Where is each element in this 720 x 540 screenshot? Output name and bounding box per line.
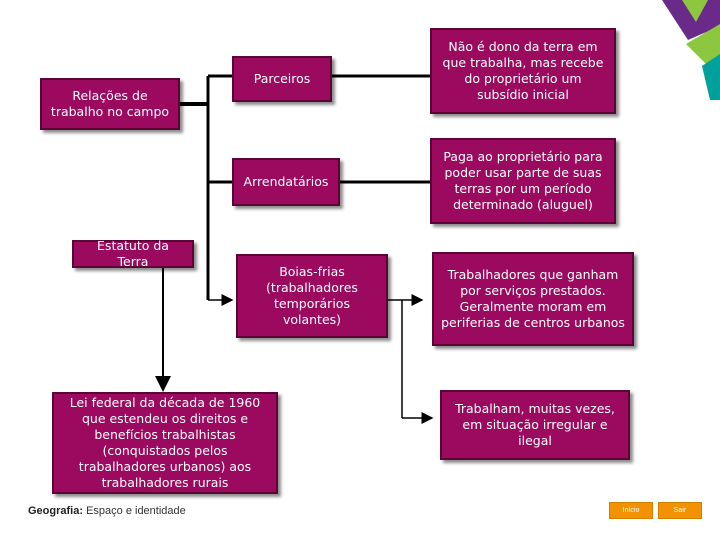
node-parceiros: Parceiros <box>232 56 332 102</box>
node-arrendatarios: Arrendatários <box>232 158 340 206</box>
inicio-button[interactable]: Início <box>609 502 653 519</box>
node-relacoes-label: Relações de trabalho no campo <box>50 88 170 119</box>
desc-arrendatarios: Paga ao proprietário para poder usar par… <box>430 138 616 224</box>
desc-irregular: Trabalham, muitas vezes, em situação irr… <box>440 390 630 460</box>
node-parceiros-label: Parceiros <box>253 71 311 86</box>
footer-subject: Geografia: <box>28 505 84 517</box>
node-lei-label: Lei federal da década de 1960 que estend… <box>69 395 261 490</box>
footer-subtitle: Espaço e identidade <box>86 505 186 517</box>
desc-boias: Trabalhadores que ganham por serviços pr… <box>432 252 634 346</box>
node-arrendatarios-label: Arrendatários <box>243 174 329 189</box>
desc-parceiros: Não é dono da terra em que trabalha, mas… <box>430 28 616 114</box>
sair-button[interactable]: Sair <box>658 502 702 519</box>
desc-irregular-label: Trabalham, muitas vezes, em situação irr… <box>455 401 615 448</box>
node-boias: Boias-frias (trabalhadores temporários v… <box>236 254 388 338</box>
node-boias-label: Boias-frias (trabalhadores temporários v… <box>266 264 358 327</box>
desc-arrendatarios-label: Paga ao proprietário para poder usar par… <box>443 149 603 212</box>
node-estatuto: Estatuto da Terra <box>72 238 194 269</box>
desc-parceiros-label: Não é dono da terra em que trabalha, mas… <box>442 39 604 102</box>
node-lei: Lei federal da década de 1960 que estend… <box>52 392 278 494</box>
brand-corner-logo <box>662 0 720 100</box>
node-relacoes: Relações de trabalho no campo <box>40 78 180 130</box>
node-estatuto-label: Estatuto da Terra <box>97 238 169 269</box>
footer-title: Geografia: Espaço e identidade <box>28 505 186 517</box>
desc-boias-label: Trabalhadores que ganham por serviços pr… <box>441 267 625 330</box>
